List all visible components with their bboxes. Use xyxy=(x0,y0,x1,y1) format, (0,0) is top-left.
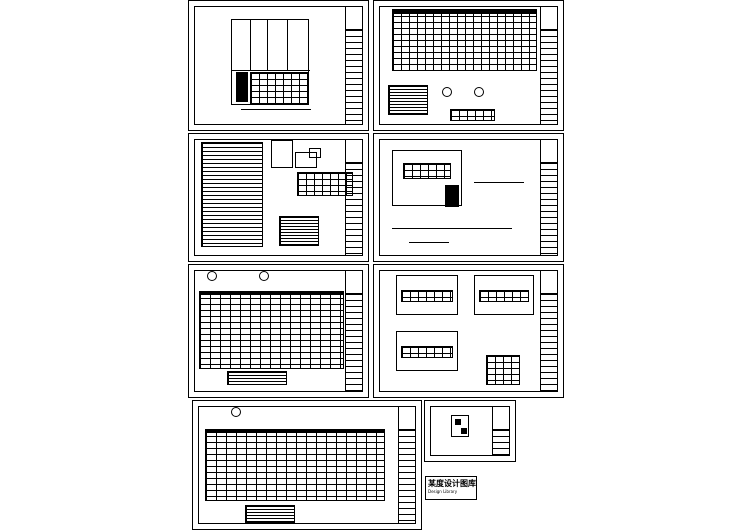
single-line-diagram xyxy=(231,19,310,105)
legend-table xyxy=(486,355,520,385)
notes-block xyxy=(388,85,428,115)
substation-plan xyxy=(392,150,462,207)
dimension-line xyxy=(392,228,512,229)
library-stamp: 某度设计图库 Design Library xyxy=(425,476,477,500)
drawing-sheet-4[interactable] xyxy=(373,133,564,262)
drawing-sheet-5[interactable] xyxy=(188,264,369,398)
drawing-sheet-8[interactable] xyxy=(424,400,516,462)
stamp-subtitle: Design Library xyxy=(428,489,458,494)
notes-block xyxy=(227,371,287,385)
drawing-sheet-6[interactable] xyxy=(373,264,564,398)
distribution-schedule xyxy=(199,291,344,369)
transformer-symbol xyxy=(231,407,241,417)
system-diagram xyxy=(271,140,293,168)
notes-block xyxy=(279,216,319,246)
drawing-sheet-7[interactable] xyxy=(192,400,422,530)
notes-block xyxy=(245,505,295,523)
title-block xyxy=(540,139,558,256)
detail-plan xyxy=(451,415,469,437)
low-voltage-schedule xyxy=(205,429,385,501)
transformer-symbol xyxy=(442,87,452,97)
transformer-symbol xyxy=(474,87,484,97)
drawing-sheet-2[interactable] xyxy=(373,0,564,131)
title-block xyxy=(540,6,558,125)
computer-symbol xyxy=(309,148,321,158)
title-block xyxy=(492,406,510,456)
caption-line xyxy=(474,182,524,183)
transformer-symbol xyxy=(259,271,269,281)
drawing-sheet-3[interactable] xyxy=(188,133,369,262)
title-block xyxy=(345,270,363,392)
caption-line xyxy=(241,109,311,110)
stamp-title: 某度设计图库 xyxy=(428,479,476,488)
title-block xyxy=(398,406,416,524)
transformer-symbol xyxy=(207,271,217,281)
legend-table xyxy=(450,109,495,121)
system-diagram xyxy=(295,152,317,168)
equipment-layout xyxy=(396,275,458,315)
caption-line xyxy=(409,242,449,243)
equipment-layout xyxy=(396,331,458,371)
drawing-sheet-1[interactable] xyxy=(188,0,369,131)
title-block xyxy=(345,6,363,125)
title-block xyxy=(540,270,558,392)
equipment-layout xyxy=(474,275,534,315)
switchgear-table xyxy=(392,9,537,71)
equipment-list xyxy=(297,172,353,196)
design-notes xyxy=(201,142,263,247)
title-block xyxy=(345,139,363,256)
